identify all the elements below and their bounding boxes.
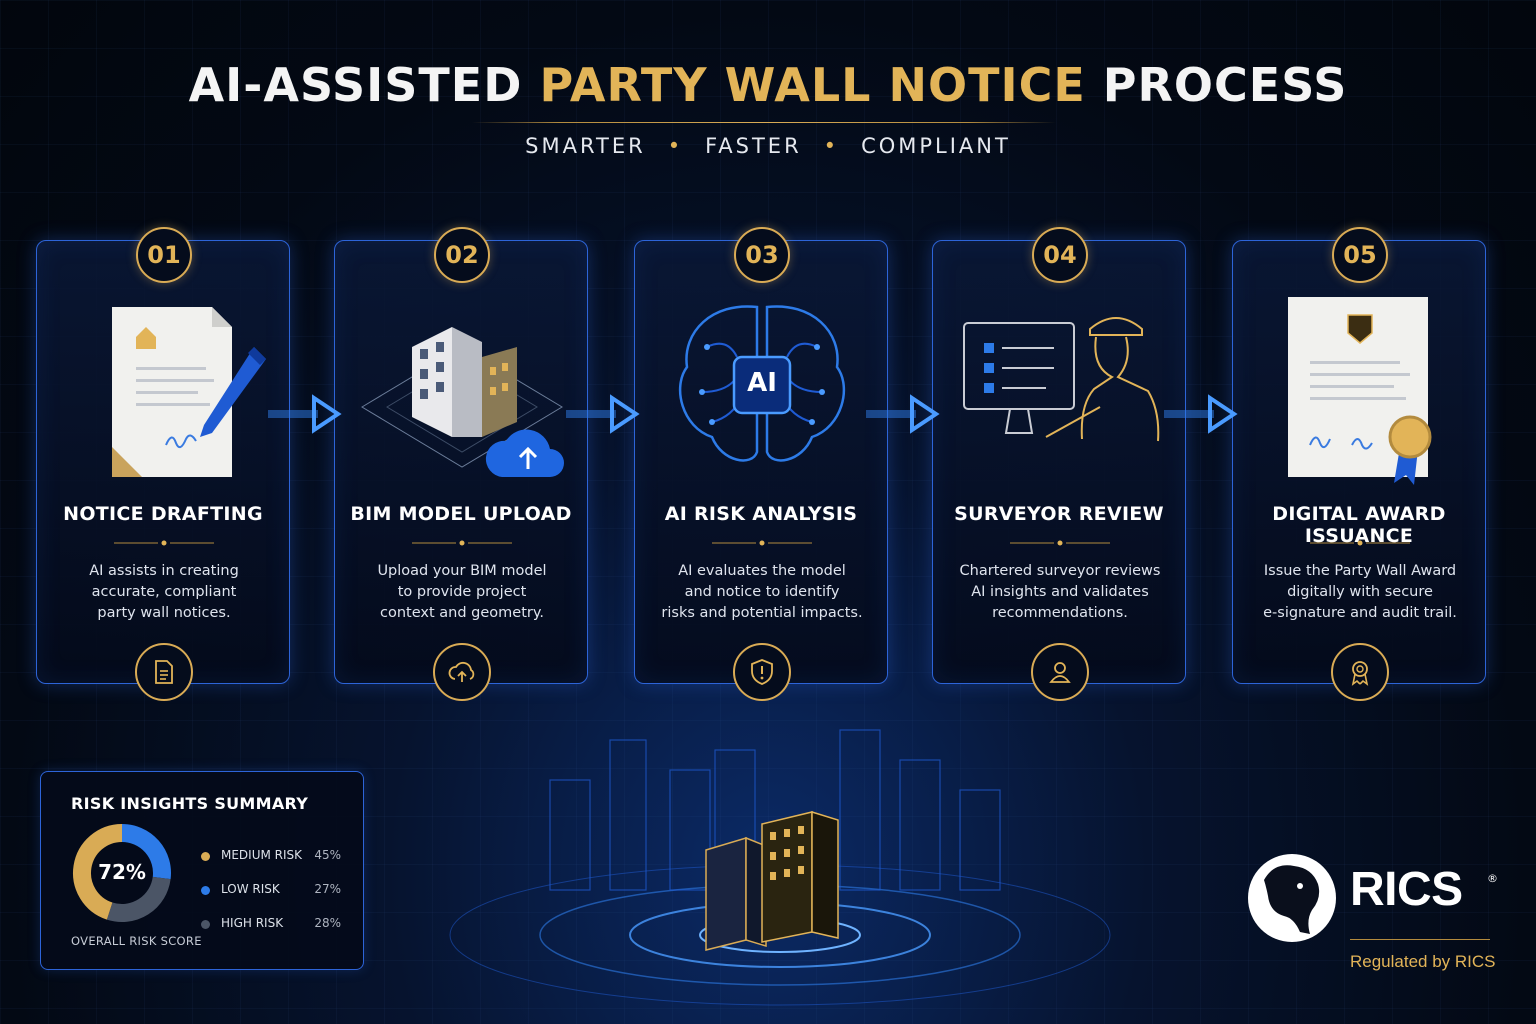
ai-brain-illustration: [678, 305, 846, 462]
step-title: DIGITAL AWARD ISSUANCE: [1272, 503, 1446, 547]
legend-high-risk: HIGH RISK 28%: [201, 916, 341, 934]
building-model-illustration: [361, 327, 564, 477]
step-card-ai-risk-analysis[interactable]: 03 AI AI RISK ANALYSIS AI evaluates the …: [634, 227, 888, 701]
title-ornament: [712, 540, 812, 546]
step-title: AI RISK ANALYSIS: [664, 503, 858, 525]
step-title: NOTICE DRAFTING: [63, 503, 263, 525]
ai-badge: AI: [747, 368, 777, 398]
step-number: 05: [1332, 227, 1388, 283]
step-title: SURVEYOR REVIEW: [954, 503, 1164, 525]
digital-city-illustration: [449, 729, 1111, 1006]
legend-medium-risk: MEDIUM RISK 45%: [201, 848, 341, 866]
award-certificate-illustration: [1288, 297, 1432, 485]
brand-divider: [1350, 939, 1490, 940]
document-icon: [135, 643, 193, 701]
legend-low-risk: LOW RISK 27%: [201, 882, 341, 900]
cloud-upload-icon: [433, 643, 491, 701]
title-ornament: [412, 540, 512, 546]
rics-tagline: Regulated by RICS: [1350, 952, 1496, 971]
title-divider: [472, 122, 1056, 123]
rics-lion-logo: [1248, 854, 1336, 942]
surveyor-workstation-illustration: [963, 317, 1160, 442]
user-icon: [1031, 643, 1089, 701]
step-card-notice-drafting[interactable]: 01 NOTICE DRAFTING AI assists in creatin…: [36, 227, 290, 701]
title-part-2: PARTY WALL NOTICE: [539, 58, 1086, 112]
tag-faster: FASTER: [705, 134, 802, 158]
step-number: 03: [734, 227, 790, 283]
step-card-surveyor-review[interactable]: 04 SURVEYOR REVIEW Chartered surveyor re…: [932, 227, 1186, 701]
risk-insights-panel: RISK INSIGHTS SUMMARY 72% OVERALL RISK S…: [40, 771, 364, 970]
flow-arrow: [566, 394, 640, 434]
step-number: 02: [434, 227, 490, 283]
subtitle: SMARTER • FASTER • COMPLIANT: [0, 134, 1536, 158]
legend-swatch: [201, 886, 210, 895]
legend-swatch: [201, 920, 210, 929]
shield-alert-icon: [733, 643, 791, 701]
legend-swatch: [201, 852, 210, 861]
title-part-3: PROCESS: [1085, 58, 1348, 112]
registered-mark: ®: [1487, 872, 1498, 885]
step-card-bim-upload[interactable]: 02 BIM MODEL UPLOAD Upload your BIM mode…: [334, 227, 588, 701]
risk-donut-chart: [73, 824, 171, 922]
donut-segment-high-risk: [106, 876, 171, 922]
flow-arrow: [1164, 394, 1238, 434]
risk-panel-title: RISK INSIGHTS SUMMARY: [71, 794, 309, 813]
donut-segment-low-risk: [121, 824, 171, 880]
flow-arrow: [268, 394, 342, 434]
step-number: 01: [136, 227, 192, 283]
bullet-dot: •: [823, 134, 840, 158]
document-pen-illustration: [112, 307, 266, 477]
flow-arrow: [866, 394, 940, 434]
overall-risk-score: 72%: [98, 860, 146, 884]
tag-compliant: COMPLIANT: [861, 134, 1011, 158]
step-number: 04: [1032, 227, 1088, 283]
award-icon: [1331, 643, 1389, 701]
step-title: BIM MODEL UPLOAD: [350, 503, 572, 525]
bullet-dot: •: [667, 134, 684, 158]
title-part-1: AI-ASSISTED: [188, 58, 540, 112]
title-ornament: [114, 540, 214, 546]
step-card-digital-award[interactable]: 05 DIGITAL AWARD ISSUANCE Issue the Part…: [1232, 227, 1486, 701]
donut-segment-medium-risk: [73, 824, 123, 920]
rics-wordmark: RICS: [1350, 863, 1463, 916]
tag-smarter: SMARTER: [525, 134, 646, 158]
overall-risk-label: OVERALL RISK SCORE: [71, 934, 202, 948]
title-ornament: [1310, 540, 1410, 546]
title-ornament: [1010, 540, 1110, 546]
page-title: AI-ASSISTED PARTY WALL NOTICE PROCESS: [0, 58, 1536, 112]
